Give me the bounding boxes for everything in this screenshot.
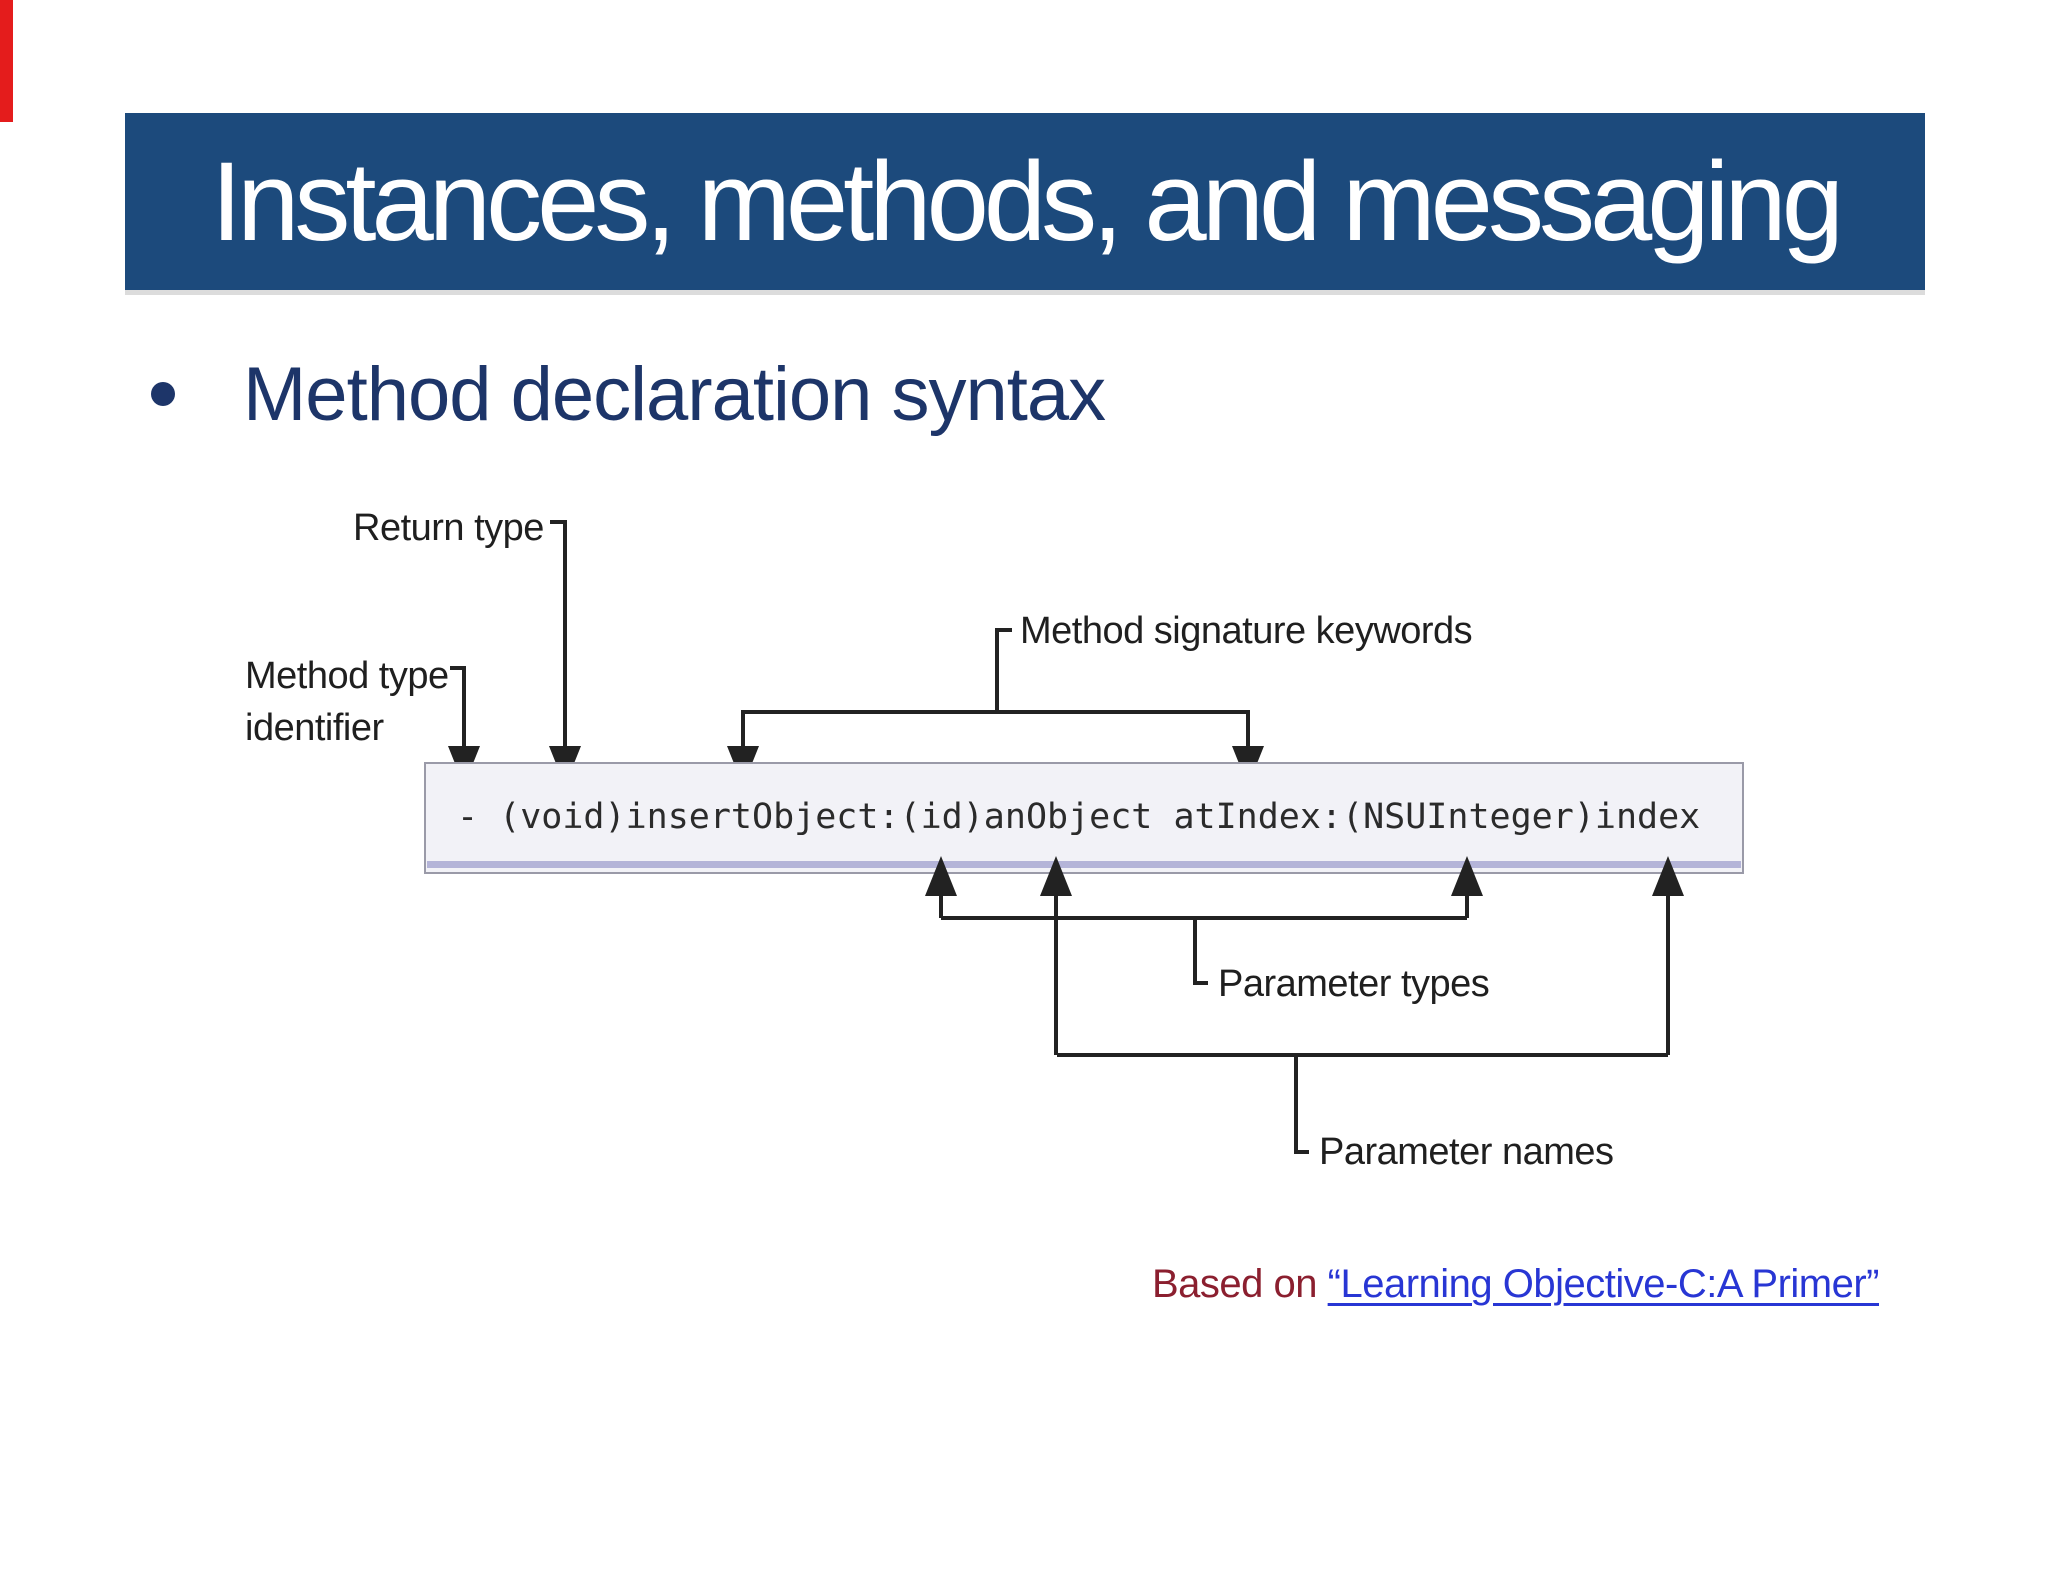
- bullet-text: Method declaration syntax: [243, 352, 1106, 437]
- parameter-up-arrows: [925, 856, 1684, 1055]
- attribution-link[interactable]: “Learning Objective-C:A Primer”: [1327, 1262, 1880, 1306]
- code-box: - (void)insertObject:(id)anObject atInde…: [424, 762, 1744, 874]
- bullet-icon: [151, 382, 175, 406]
- red-edge-mark: [0, 0, 13, 122]
- method-declaration-diagram: Return type Method type identifier Metho…: [245, 507, 1744, 1173]
- title-bar: Instances, methods, and messaging: [125, 113, 1925, 290]
- parameter-names-bracket: [1057, 1053, 1668, 1154]
- method-declaration-code: - (void)insertObject:(id)anObject atInde…: [457, 797, 1700, 837]
- parameter-names-label: Parameter names: [1319, 1131, 1614, 1173]
- return-type-arrow: [549, 520, 581, 786]
- parameter-types-bracket: [941, 916, 1467, 985]
- attribution: Based on “Learning Objective-C:A Primer”: [1152, 1258, 1880, 1310]
- method-type-label-line2: identifier: [245, 707, 384, 749]
- page-title: Instances, methods, and messaging: [210, 139, 1844, 264]
- method-type-label-line1: Method type: [245, 655, 449, 697]
- bullet-row: Method declaration syntax: [0, 340, 2048, 450]
- return-type-label: Return type: [353, 507, 544, 549]
- signature-keywords-label: Method signature keywords: [1020, 610, 1472, 652]
- attribution-prefix: Based on: [1152, 1262, 1328, 1306]
- parameter-types-label: Parameter types: [1218, 963, 1489, 1005]
